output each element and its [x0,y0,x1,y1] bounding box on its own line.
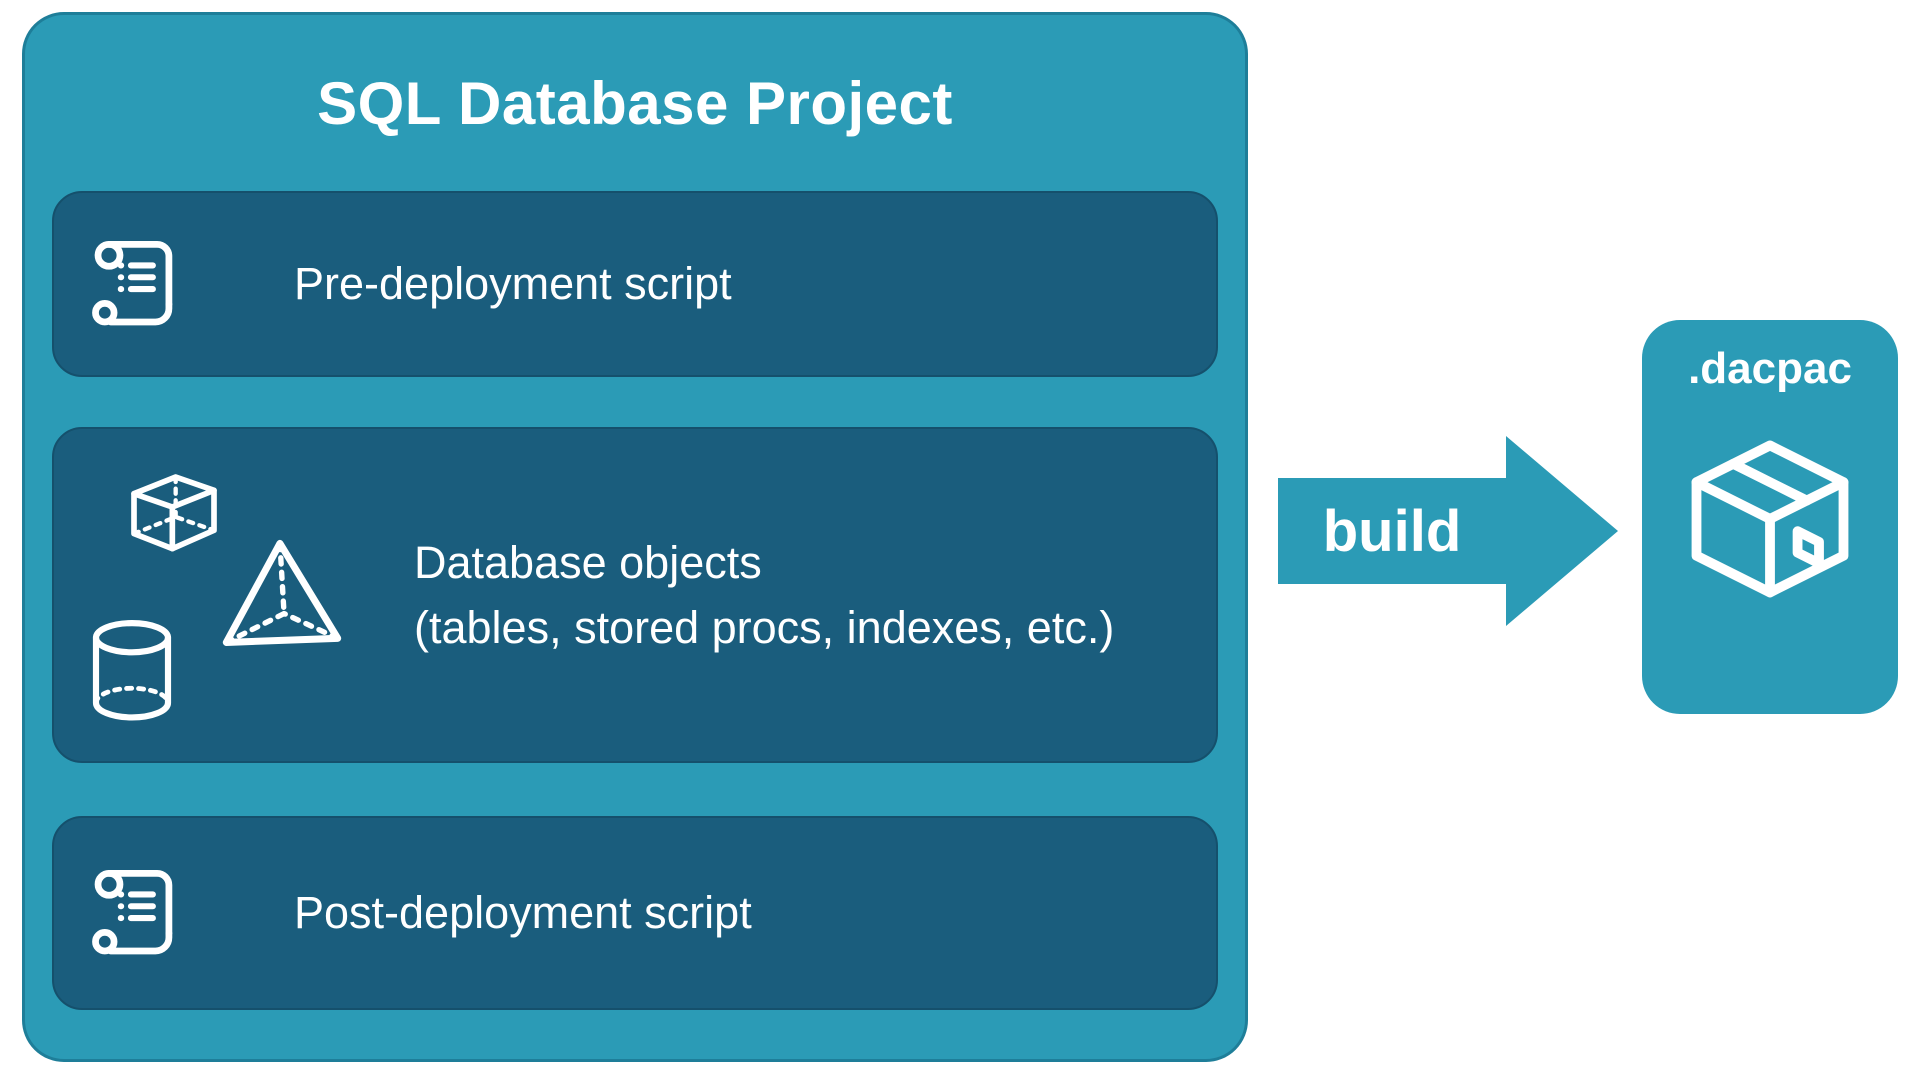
scroll-icon [82,228,190,340]
pre-deployment-box: Pre-deployment script [52,191,1218,377]
post-deployment-box: Post-deployment script [52,816,1218,1010]
cube-icon [118,462,230,562]
build-label: build [1322,498,1462,564]
cylinder-icon [84,612,180,732]
database-objects-icons [84,462,374,734]
database-objects-sublabel: (tables, stored procs, indexes, etc.) [414,602,1115,653]
database-objects-label: Database objects [414,536,762,588]
package-icon [1672,416,1868,628]
database-objects-box: Database objects (tables, stored procs, … [52,427,1218,763]
project-title: SQL Database Project [317,69,953,137]
dacpac-label: .dacpac [1688,344,1852,393]
arrow-right-icon [1278,436,1618,626]
post-deployment-label: Post-deployment script [294,887,752,938]
pre-deployment-label: Pre-deployment script [294,258,732,309]
pyramid-icon [216,530,348,660]
database-objects-labels: Database objects (tables, stored procs, … [414,536,1115,653]
sql-database-project-box: SQL Database Project Pre-deployment scri… [22,12,1248,1062]
dacpac-box: .dacpac [1642,320,1898,714]
scroll-icon [82,857,190,969]
build-arrow: build [1278,436,1618,626]
